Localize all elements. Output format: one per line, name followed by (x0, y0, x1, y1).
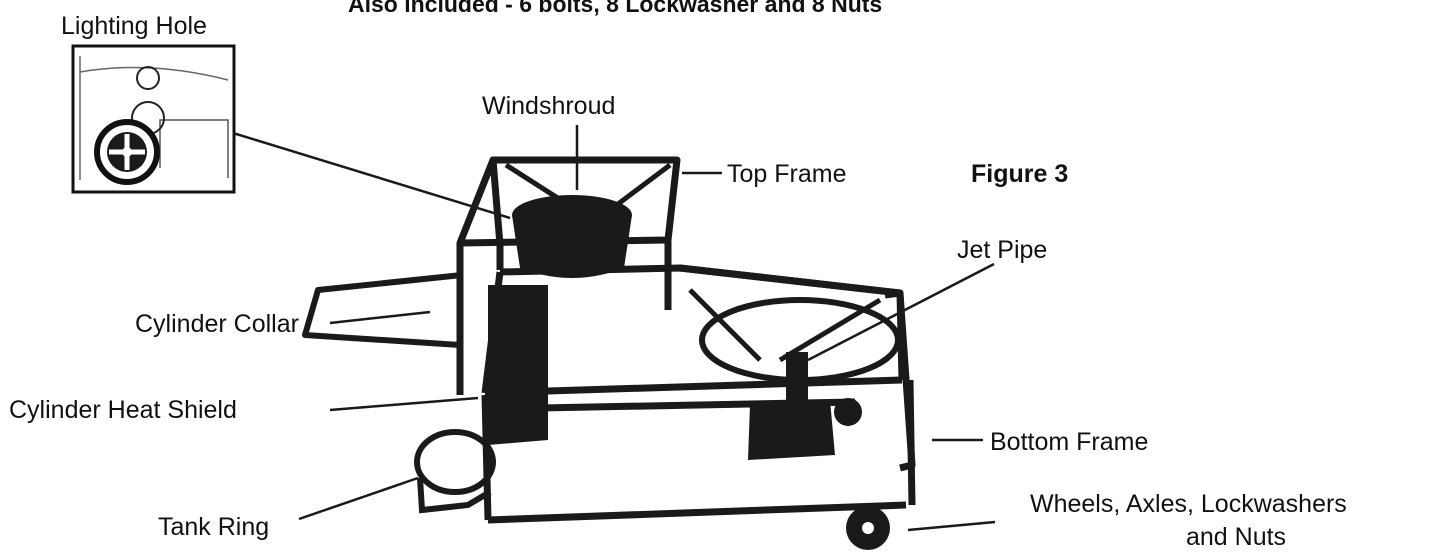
wheels (834, 398, 890, 550)
jet-pipe (748, 352, 835, 460)
wheels-label-line1: Wheels, Axles, Lockwashers (1030, 490, 1347, 518)
top-frame-label: Top Frame (727, 160, 847, 188)
cylinder-collar-label: Cylinder Collar (135, 310, 299, 338)
tank-ring-label: Tank Ring (158, 513, 270, 541)
cylinder-heat-shield (488, 285, 548, 445)
lighting-hole-inset (71, 44, 236, 194)
lighting-hole-title: Lighting Hole (61, 12, 207, 40)
tank-ring (414, 429, 496, 514)
leader-lines (232, 125, 996, 532)
windshroud (512, 195, 632, 278)
included-parts-note: Also included - 6 bolts, 8 Lockwasher an… (348, 0, 883, 17)
windshroud-label: Windshroud (482, 92, 616, 120)
bottom-frame-label: Bottom Frame (990, 428, 1149, 456)
cooker-frame (302, 156, 916, 524)
cylinder-heat-shield-label: Cylinder Heat Shield (9, 396, 237, 424)
wheels-label-line2: and Nuts (1186, 523, 1287, 551)
figure-label: Figure 3 (971, 160, 1069, 188)
jet-pipe-label: Jet Pipe (957, 236, 1048, 264)
